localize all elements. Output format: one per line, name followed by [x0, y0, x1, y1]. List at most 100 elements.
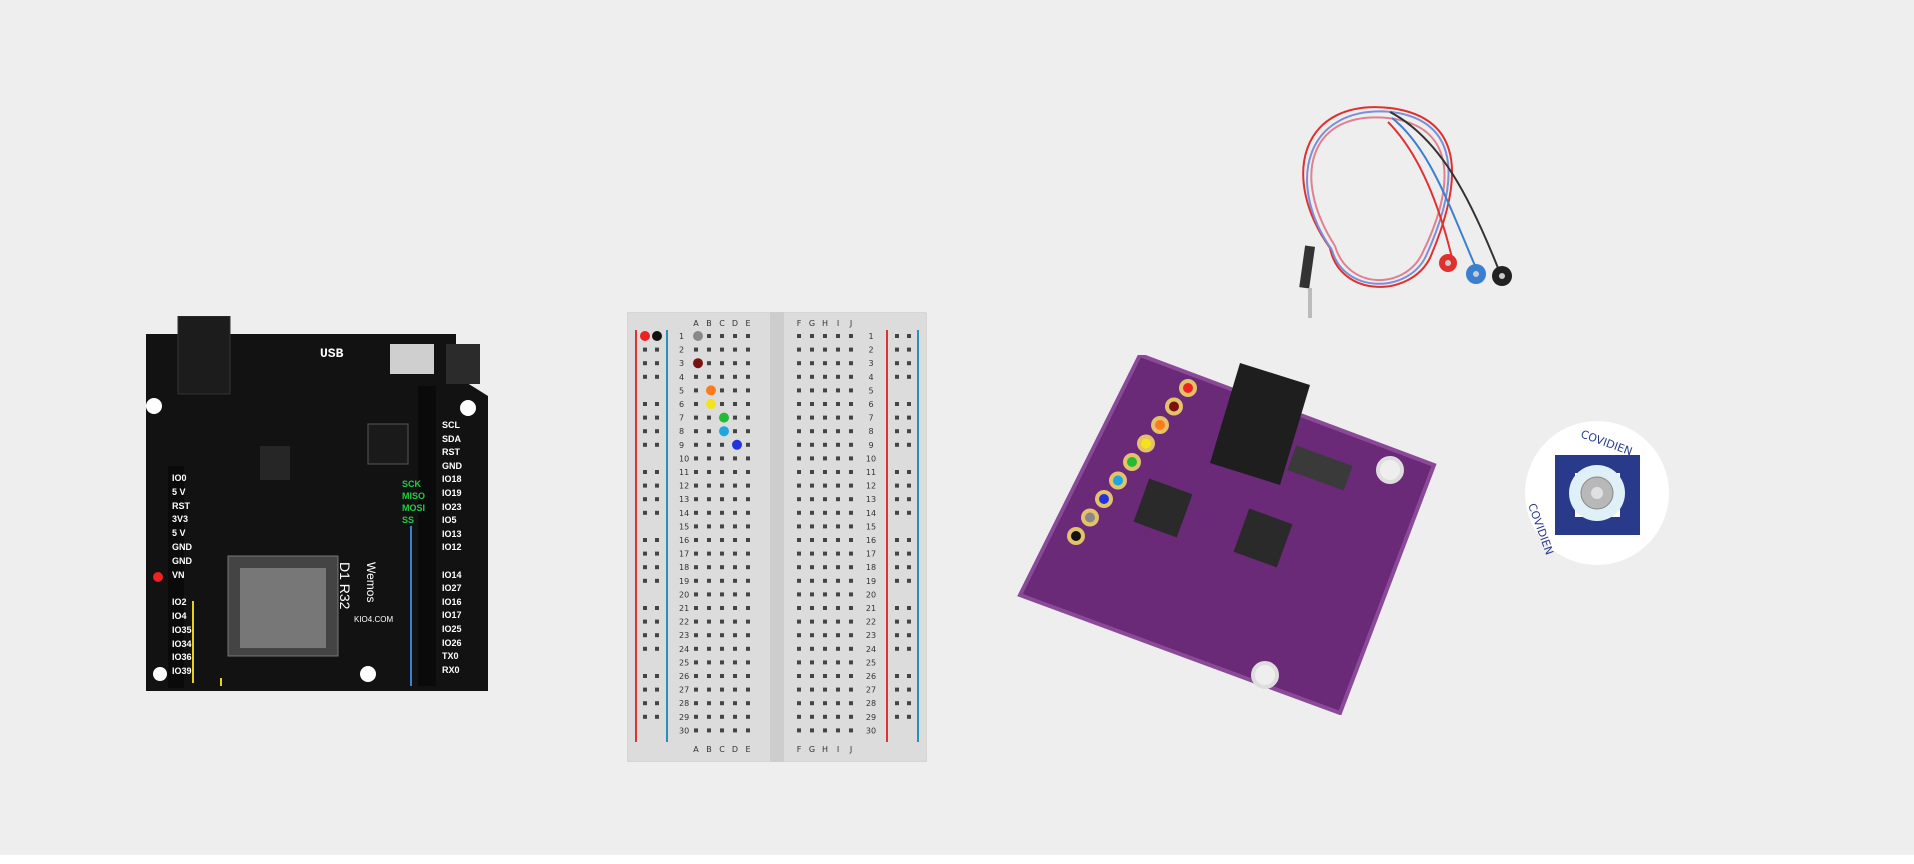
breadboard-hole	[797, 388, 801, 393]
breadboard-hole	[694, 497, 698, 502]
row-number-right: 8	[868, 427, 873, 436]
breadboard-hole	[733, 415, 737, 420]
row-number-right: 19	[866, 577, 876, 586]
breadboard-hole	[836, 701, 840, 706]
breadboard-hole	[707, 538, 711, 542]
breadboard-hole	[849, 660, 853, 665]
rail-hole	[643, 470, 647, 474]
breadboard-hole	[836, 633, 840, 638]
rail-hole	[907, 374, 911, 379]
pin-label: TX0	[442, 651, 459, 662]
breadboard-hole	[720, 456, 724, 461]
breadboard-hole	[694, 456, 698, 461]
rail-hole	[895, 374, 899, 379]
wire-marker	[719, 426, 729, 437]
ad8232-module[interactable]	[1010, 352, 1440, 716]
ad8232-svg	[1017, 352, 1437, 716]
rail-hole	[907, 415, 911, 420]
breadboard-hole	[823, 687, 827, 692]
breadboard-hole	[746, 633, 750, 638]
breadboard-hole	[810, 510, 814, 515]
rail-hole	[907, 470, 911, 474]
breadboard-hole	[797, 470, 801, 474]
row-number-left: 24	[679, 645, 689, 654]
pin-label: IO36	[172, 652, 192, 663]
breadboard-hole	[849, 402, 853, 406]
breadboard-hole	[849, 510, 853, 515]
breadboard-hole	[797, 415, 801, 420]
breadboard-hole	[836, 388, 840, 393]
breadboard-hole	[694, 429, 698, 434]
breadboard-hole	[733, 674, 737, 678]
breadboard-hole	[810, 551, 814, 556]
breadboard-hole	[746, 619, 750, 624]
column-label: A	[693, 745, 699, 754]
breadboard-hole	[707, 592, 711, 597]
row-number-right: 30	[866, 726, 876, 735]
breadboard-hole	[849, 646, 853, 651]
column-label: B	[706, 745, 712, 754]
row-number-right: 3	[868, 359, 873, 368]
pin-label: SCL	[442, 420, 460, 430]
breadboard-hole	[733, 592, 737, 597]
breadboard-hole	[720, 347, 724, 352]
breadboard-hole	[707, 728, 711, 733]
rail-hole	[643, 551, 647, 556]
ecg-cable[interactable]	[1280, 98, 1530, 343]
rail-hole	[655, 619, 659, 624]
breadboard-hole	[797, 660, 801, 665]
breadboard-hole	[810, 687, 814, 692]
breadboard-hole	[720, 714, 724, 719]
breadboard-hole	[733, 687, 737, 692]
breadboard-hole	[823, 728, 827, 733]
breadboard-hole	[797, 442, 801, 447]
pin-label: IO16	[442, 596, 462, 607]
row-number-left: 5	[679, 386, 684, 395]
breadboard-hole	[849, 578, 853, 583]
rail-hole	[895, 619, 899, 624]
ecg-pad[interactable]: COVIDIEN COVIDIEN	[1520, 415, 1675, 575]
wire-marker	[1169, 401, 1179, 412]
breadboard-hole	[810, 619, 814, 624]
rail-hole	[655, 687, 659, 692]
breadboard-hole	[797, 510, 801, 515]
rail-hole	[895, 483, 899, 488]
breadboard-hole	[797, 701, 801, 706]
rail-hole	[907, 347, 911, 352]
rail-hole	[643, 714, 647, 719]
breadboard-hole	[746, 347, 750, 352]
rail-hole	[895, 415, 899, 420]
pin-label: IO4	[172, 610, 187, 621]
row-number-right: 15	[866, 522, 876, 531]
rail-hole	[655, 565, 659, 570]
rail-hole	[643, 538, 647, 542]
breadboard-hole	[836, 470, 840, 474]
wire-marker	[719, 412, 729, 423]
row-number-right: 27	[866, 686, 876, 695]
breadboard-hole	[733, 551, 737, 556]
row-number-right: 26	[866, 672, 876, 681]
rail-hole	[643, 633, 647, 638]
breadboard-hole	[849, 470, 853, 474]
rail-hole	[895, 578, 899, 583]
breadboard-hole	[746, 497, 750, 502]
row-number-left: 27	[679, 686, 689, 695]
breadboard-hole	[810, 714, 814, 719]
breadboard-hole	[810, 388, 814, 393]
breadboard-hole	[707, 361, 711, 366]
power-jack-icon	[177, 315, 231, 395]
breadboard-hole	[707, 578, 711, 583]
rail-hole	[907, 701, 911, 706]
breadboard-hole	[720, 619, 724, 624]
rail-hole	[895, 361, 899, 366]
breadboard-hole	[836, 538, 840, 542]
breadboard-hole	[836, 565, 840, 570]
rail-hole	[655, 442, 659, 447]
breadboard-hole	[810, 592, 814, 597]
breadboard-hole	[797, 565, 801, 570]
wire-marker	[693, 331, 703, 341]
pin-label: GND	[442, 460, 462, 471]
breadboard-hole	[849, 687, 853, 692]
